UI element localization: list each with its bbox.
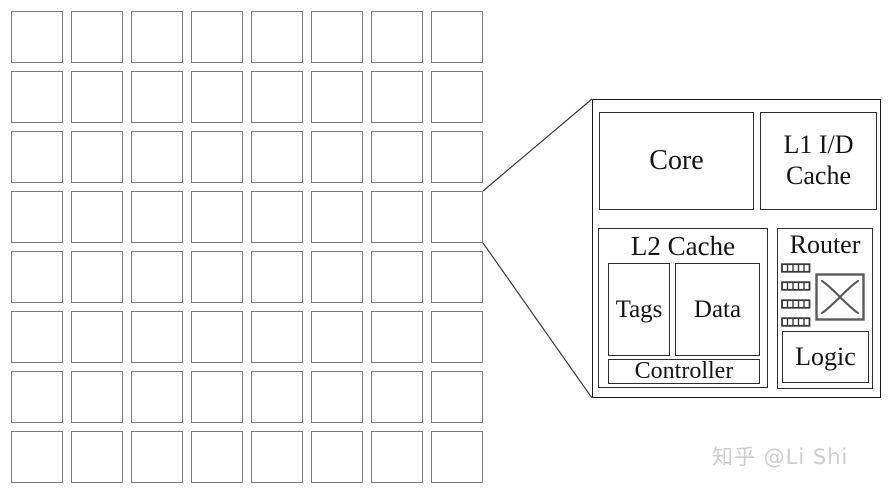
grid-tile xyxy=(191,431,243,483)
l2-cache-label: L2 Cache xyxy=(630,231,736,261)
grid-tile xyxy=(71,251,123,303)
core-label: Core xyxy=(649,145,704,176)
grid-tile xyxy=(431,311,483,363)
grid-tile xyxy=(11,191,63,243)
grid-tile xyxy=(71,311,123,363)
grid-tile xyxy=(131,191,183,243)
grid-tile xyxy=(371,191,423,243)
grid-tile xyxy=(371,311,423,363)
grid-tile xyxy=(371,431,423,483)
l1-cache-label-line1: L1 I/D xyxy=(783,130,854,160)
grid-tile xyxy=(431,131,483,183)
grid-tile xyxy=(11,71,63,123)
grid-tile xyxy=(311,371,363,423)
router-label: Router xyxy=(789,230,861,259)
crossbar-switch-icon xyxy=(815,273,865,321)
router-logic-box: Logic xyxy=(782,331,869,383)
l2-cache-box: L2 Cache Tags Data Controller xyxy=(598,228,768,388)
grid-tile xyxy=(11,131,63,183)
grid-tile xyxy=(191,371,243,423)
grid-tile xyxy=(131,311,183,363)
grid-tile xyxy=(131,131,183,183)
grid-tile xyxy=(371,251,423,303)
grid-tile xyxy=(311,71,363,123)
router-box: Router Logic xyxy=(777,228,873,389)
watermark: 知乎 @Li Shi xyxy=(712,445,849,469)
logic-label: Logic xyxy=(795,342,856,371)
fifo-queue-icon xyxy=(781,299,811,309)
l2-tags-box: Tags xyxy=(608,263,670,356)
grid-tile xyxy=(11,251,63,303)
grid-tile xyxy=(191,11,243,63)
grid-tile xyxy=(251,371,303,423)
l1-cache-box: L1 I/D Cache xyxy=(760,112,877,210)
grid-tile xyxy=(311,191,363,243)
grid-tile xyxy=(251,191,303,243)
l2-data-box: Data xyxy=(675,263,760,356)
grid-tile xyxy=(251,11,303,63)
grid-tile xyxy=(131,71,183,123)
tags-label: Tags xyxy=(615,295,663,323)
grid-tile xyxy=(311,11,363,63)
grid-tile xyxy=(431,11,483,63)
grid-tile xyxy=(71,11,123,63)
grid-tile xyxy=(311,251,363,303)
grid-tile xyxy=(251,71,303,123)
grid-tile xyxy=(71,431,123,483)
grid-tile xyxy=(71,371,123,423)
fifo-queue-icon xyxy=(781,317,811,327)
grid-tile xyxy=(191,131,243,183)
grid-tile xyxy=(71,131,123,183)
grid-tile xyxy=(131,431,183,483)
grid-tile xyxy=(431,251,483,303)
grid-tile xyxy=(191,251,243,303)
grid-tile xyxy=(11,431,63,483)
fifo-queue-icon xyxy=(781,263,811,273)
grid-tile xyxy=(311,431,363,483)
grid-tile xyxy=(431,371,483,423)
router-input-queues xyxy=(781,263,811,327)
grid-tile xyxy=(11,371,63,423)
grid-tile xyxy=(431,191,483,243)
grid-tile xyxy=(251,131,303,183)
grid-tile xyxy=(131,371,183,423)
grid-tile xyxy=(131,251,183,303)
grid-tile xyxy=(371,11,423,63)
core-box: Core xyxy=(599,112,754,210)
grid-tile xyxy=(251,311,303,363)
tile-detail-view: Core L1 I/D Cache L2 Cache Tags Data Con… xyxy=(592,99,881,398)
grid-tile xyxy=(371,131,423,183)
grid-tile xyxy=(191,71,243,123)
grid-tile xyxy=(11,11,63,63)
grid-tile xyxy=(71,71,123,123)
grid-tile xyxy=(371,371,423,423)
grid-tile xyxy=(71,191,123,243)
l2-controller-box: Controller xyxy=(608,359,760,384)
grid-tile xyxy=(11,311,63,363)
grid-tile xyxy=(191,311,243,363)
grid-tile xyxy=(431,431,483,483)
controller-label: Controller xyxy=(634,358,734,384)
grid-tile xyxy=(251,251,303,303)
grid-tile xyxy=(371,71,423,123)
grid-tile xyxy=(311,131,363,183)
grid-tile xyxy=(251,431,303,483)
grid-tile xyxy=(431,71,483,123)
data-label: Data xyxy=(693,295,742,323)
grid-tile xyxy=(131,11,183,63)
fifo-queue-icon xyxy=(781,281,811,291)
l1-cache-label-line2: Cache xyxy=(786,161,851,190)
grid-tile xyxy=(311,311,363,363)
grid-tile xyxy=(191,191,243,243)
